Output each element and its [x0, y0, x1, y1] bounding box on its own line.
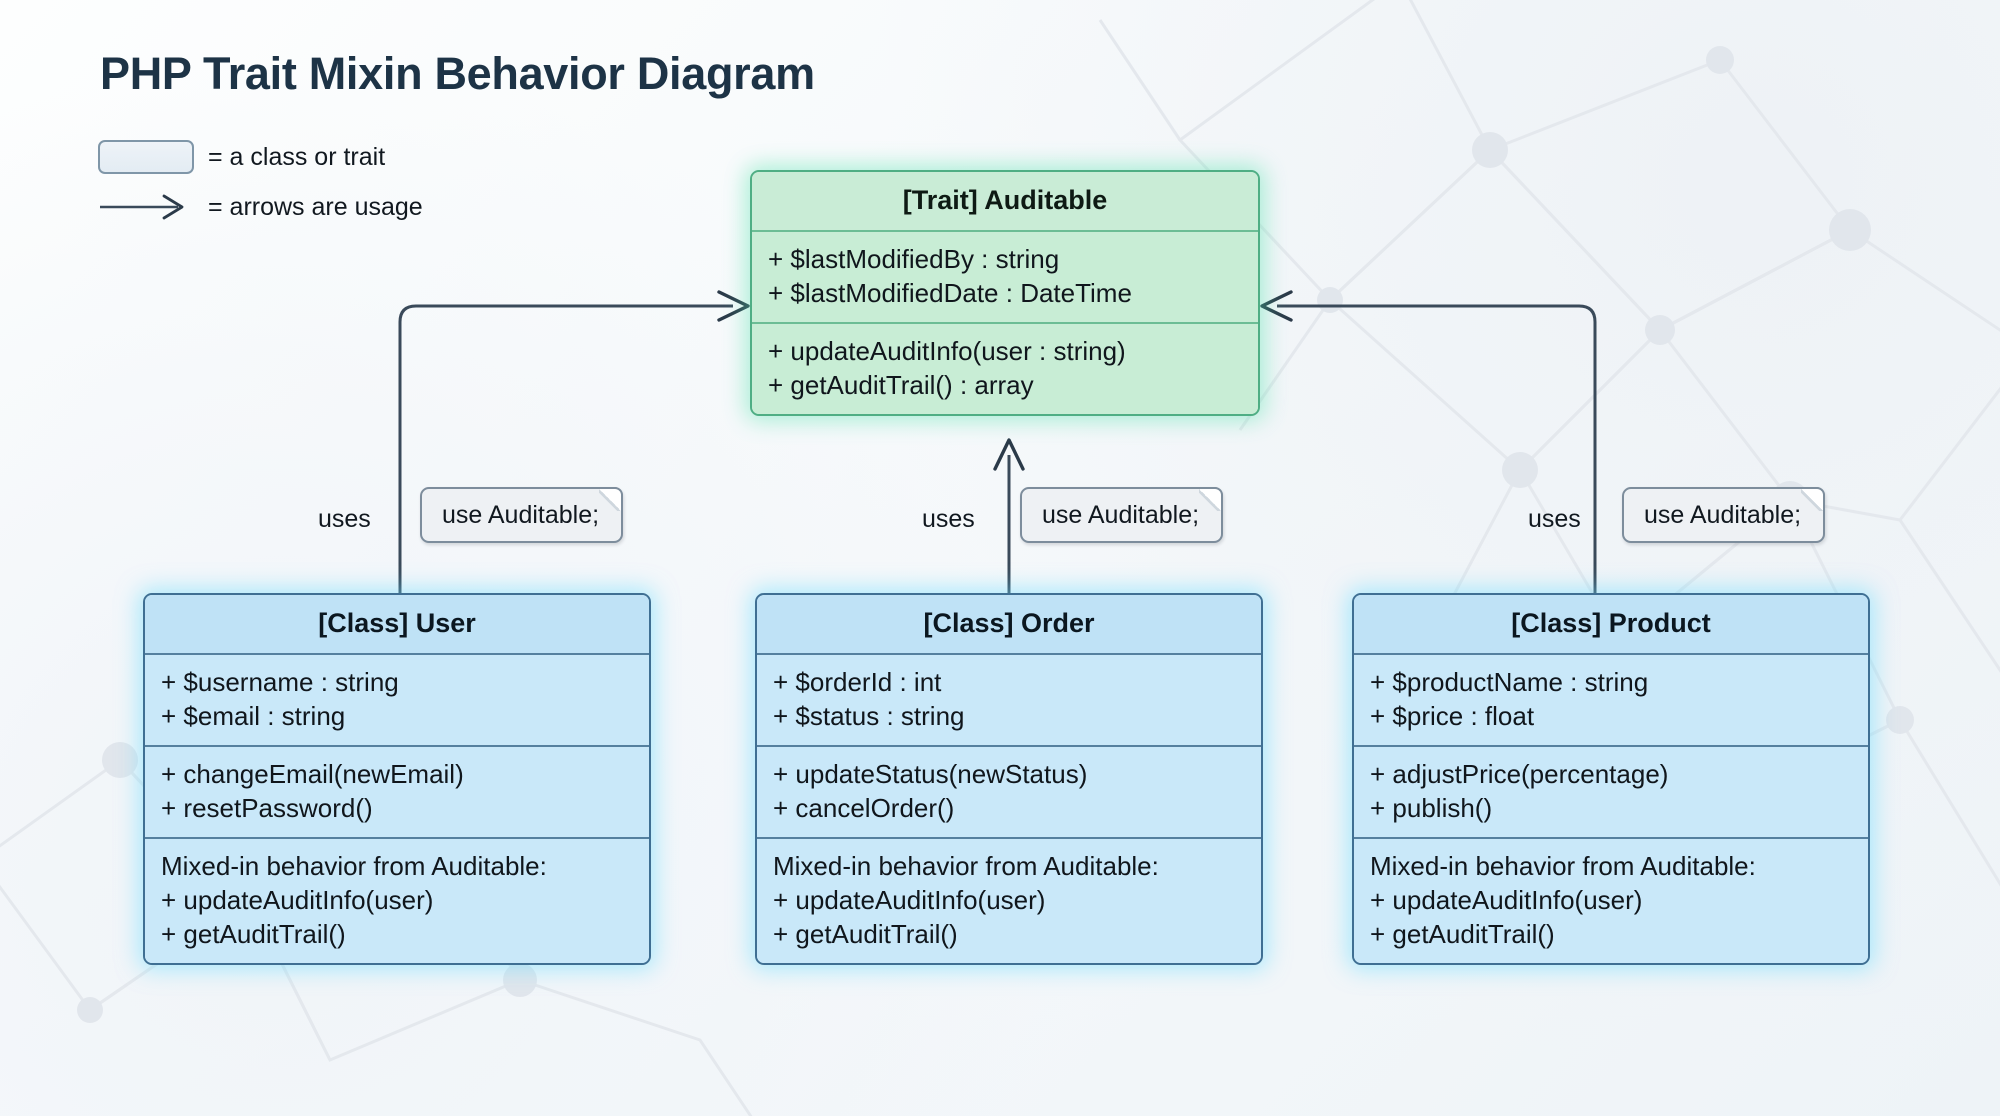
legend-item-arrow: = arrows are usage [98, 190, 423, 224]
mixin-method: + getAuditTrail() [773, 919, 958, 950]
class-properties-section-product: + $productName : string + $price : float [1354, 655, 1868, 746]
page-title: PHP Trait Mixin Behavior Diagram [100, 48, 815, 99]
note-text: use Auditable; [1644, 500, 1802, 529]
class-title-product: [Class] Product [1354, 595, 1868, 655]
class-title-user: [Class] User [145, 595, 649, 655]
relation-label-product: uses [1528, 505, 1581, 533]
class-mixin-section-product: Mixed-in behavior from Auditable: + upda… [1354, 837, 1868, 964]
mixin-method: + getAuditTrail() [161, 919, 346, 950]
trait-title: [Trait] Auditable [752, 172, 1258, 232]
class-title-order: [Class] Order [757, 595, 1261, 655]
class-swatch-icon [98, 140, 194, 174]
link-user-to-auditable [398, 304, 733, 593]
class-properties-section-user: + $username : string + $email : string [145, 655, 649, 746]
arrowhead-order-to-auditable [993, 438, 1025, 471]
class-property: + $price : float [1370, 701, 1535, 732]
class-method: + adjustPrice(percentage) [1370, 759, 1669, 790]
class-method: + publish() [1370, 793, 1493, 824]
note-use-auditable-order[interactable]: use Auditable; [1020, 487, 1224, 543]
class-property: + $orderId : int [773, 667, 942, 697]
class-property: + $email : string [161, 701, 346, 732]
trait-method: + updateAuditInfo(user : string) [768, 336, 1126, 367]
mixin-heading: Mixed-in behavior from Auditable: [1370, 851, 1756, 882]
class-box-product[interactable]: [Class] Product + $productName : string … [1352, 593, 1870, 966]
legend-class-label: = a class or trait [208, 142, 386, 171]
mixin-method: + updateAuditInfo(user) [1370, 885, 1643, 916]
class-mixin-section-order: Mixed-in behavior from Auditable: + upda… [757, 837, 1261, 964]
arrow-right-icon [100, 194, 184, 220]
class-method: + cancelOrder() [773, 793, 955, 824]
trait-method: + getAuditTrail() : array [768, 370, 1034, 401]
arrowhead-user-to-auditable [717, 290, 750, 322]
trait-property: + $lastModifiedBy : string [768, 244, 1060, 274]
mixin-method: + getAuditTrail() [1370, 919, 1555, 950]
class-property: + $status : string [773, 701, 965, 732]
trait-property: + $lastModifiedDate : DateTime [768, 278, 1132, 309]
note-text: use Auditable; [1042, 500, 1200, 529]
note-text: use Auditable; [442, 500, 600, 529]
class-methods-section-order: + updateStatus(newStatus) + cancelOrder(… [757, 745, 1261, 838]
trait-box-auditable[interactable]: [Trait] Auditable + $lastModifiedBy : st… [750, 170, 1260, 417]
legend-item-class: = a class or trait [98, 140, 385, 174]
trait-properties-section: + $lastModifiedBy : string + $lastModifi… [752, 232, 1258, 323]
class-box-user[interactable]: [Class] User + $username : string + $ema… [143, 593, 651, 966]
arrowhead-product-to-auditable [1260, 290, 1293, 322]
legend-arrow-label: = arrows are usage [208, 192, 423, 221]
class-property: + $username : string [161, 667, 399, 697]
link-product-to-auditable [1277, 304, 1597, 593]
mixin-method: + updateAuditInfo(user) [773, 885, 1046, 916]
class-method: + resetPassword() [161, 793, 373, 824]
trait-methods-section: + updateAuditInfo(user : string) + getAu… [752, 322, 1258, 415]
mixin-heading: Mixed-in behavior from Auditable: [161, 851, 547, 882]
class-box-order[interactable]: [Class] Order + $orderId : int + $status… [755, 593, 1263, 966]
class-methods-section-user: + changeEmail(newEmail) + resetPassword(… [145, 745, 649, 838]
class-methods-section-product: + adjustPrice(percentage) + publish() [1354, 745, 1868, 838]
class-method: + changeEmail(newEmail) [161, 759, 464, 790]
relation-label-user: uses [318, 505, 371, 533]
relation-label-order: uses [922, 505, 975, 533]
class-method: + updateStatus(newStatus) [773, 759, 1088, 790]
note-use-auditable-user[interactable]: use Auditable; [420, 487, 624, 543]
class-mixin-section-user: Mixed-in behavior from Auditable: + upda… [145, 837, 649, 964]
class-properties-section-order: + $orderId : int + $status : string [757, 655, 1261, 746]
class-property: + $productName : string [1370, 667, 1649, 697]
note-use-auditable-product[interactable]: use Auditable; [1622, 487, 1826, 543]
mixin-heading: Mixed-in behavior from Auditable: [773, 851, 1159, 882]
mixin-method: + updateAuditInfo(user) [161, 885, 434, 916]
